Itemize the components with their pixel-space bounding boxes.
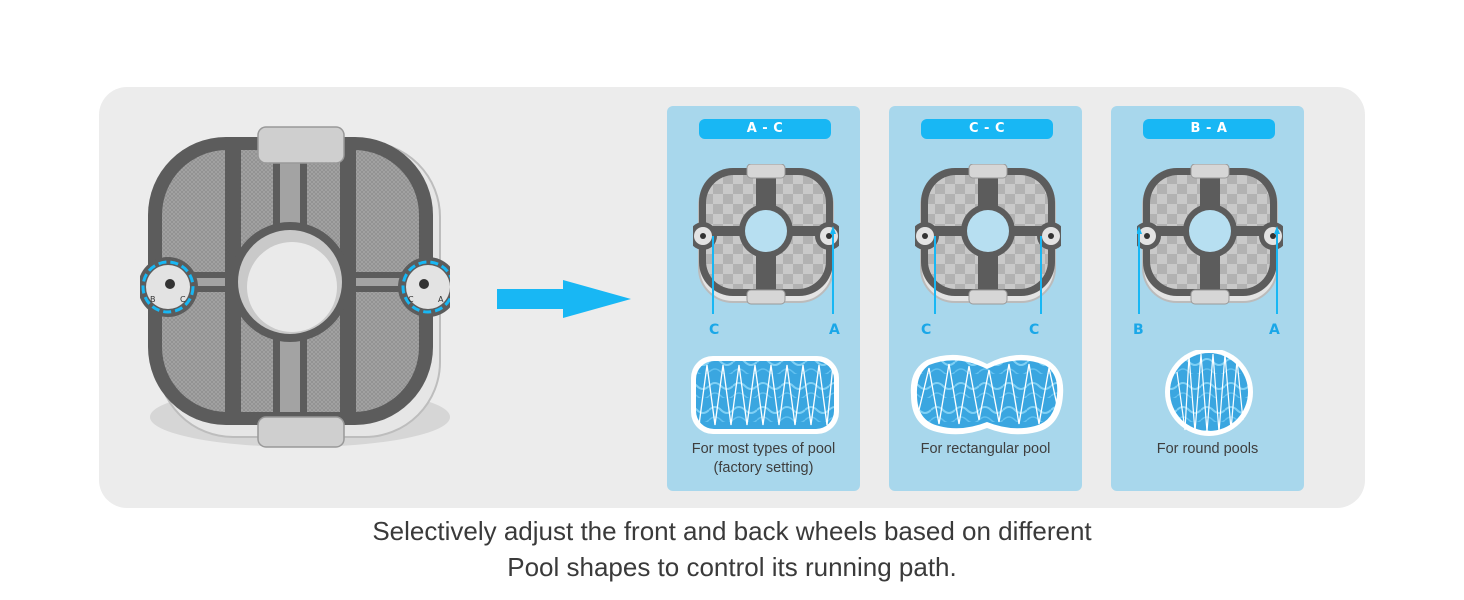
mode-caption-line2: (factory setting) bbox=[713, 460, 814, 476]
right-wheel-label: A bbox=[1269, 322, 1280, 338]
mode-card-a-c: A - C C A For most types of pool (factor… bbox=[667, 106, 860, 491]
mode-caption: For most types of pool (factory setting) bbox=[671, 440, 856, 478]
caption-line1: Selectively adjust the front and back wh… bbox=[372, 516, 1092, 546]
main-right-label-c: C bbox=[408, 295, 414, 304]
mode-card-c-c: C - C C C For rectangular pool bbox=[889, 106, 1082, 491]
main-right-label-a: A bbox=[438, 295, 444, 304]
main-left-label-b: B bbox=[150, 295, 156, 304]
robot-mini-icon bbox=[915, 164, 1061, 314]
arrow-right-icon bbox=[497, 280, 631, 318]
robot-mini-icon bbox=[1137, 164, 1283, 314]
pool-round-icon bbox=[1165, 350, 1253, 436]
main-left-label-c: C bbox=[180, 295, 186, 304]
mode-caption-line1: For most types of pool bbox=[691, 441, 836, 457]
right-wheel-label: C bbox=[1029, 322, 1040, 338]
mode-caption-line1: For rectangular pool bbox=[920, 441, 1051, 457]
mode-title: C - C bbox=[921, 119, 1053, 139]
caption-line2: Pool shapes to control its running path. bbox=[507, 552, 957, 582]
left-wheel-label: C bbox=[709, 322, 720, 338]
mode-caption: For rectangular pool bbox=[893, 440, 1078, 459]
robot-cleaner-bottom-view: B C C A bbox=[140, 126, 450, 448]
mode-caption: For round pools bbox=[1115, 440, 1300, 459]
pool-rectangle-icon bbox=[910, 354, 1064, 435]
left-wheel-label: B bbox=[1133, 322, 1144, 338]
mode-title: B - A bbox=[1143, 119, 1275, 139]
mode-card-b-a: B - A B A For round pools bbox=[1111, 106, 1304, 491]
bottom-caption: Selectively adjust the front and back wh… bbox=[0, 513, 1464, 585]
mode-title: A - C bbox=[699, 119, 831, 139]
right-wheel-label: A bbox=[829, 322, 840, 338]
left-wheel-label: C bbox=[921, 322, 932, 338]
robot-mini-icon bbox=[693, 164, 839, 314]
mode-caption-line1: For round pools bbox=[1156, 441, 1259, 457]
pool-kidney-icon bbox=[691, 356, 839, 434]
